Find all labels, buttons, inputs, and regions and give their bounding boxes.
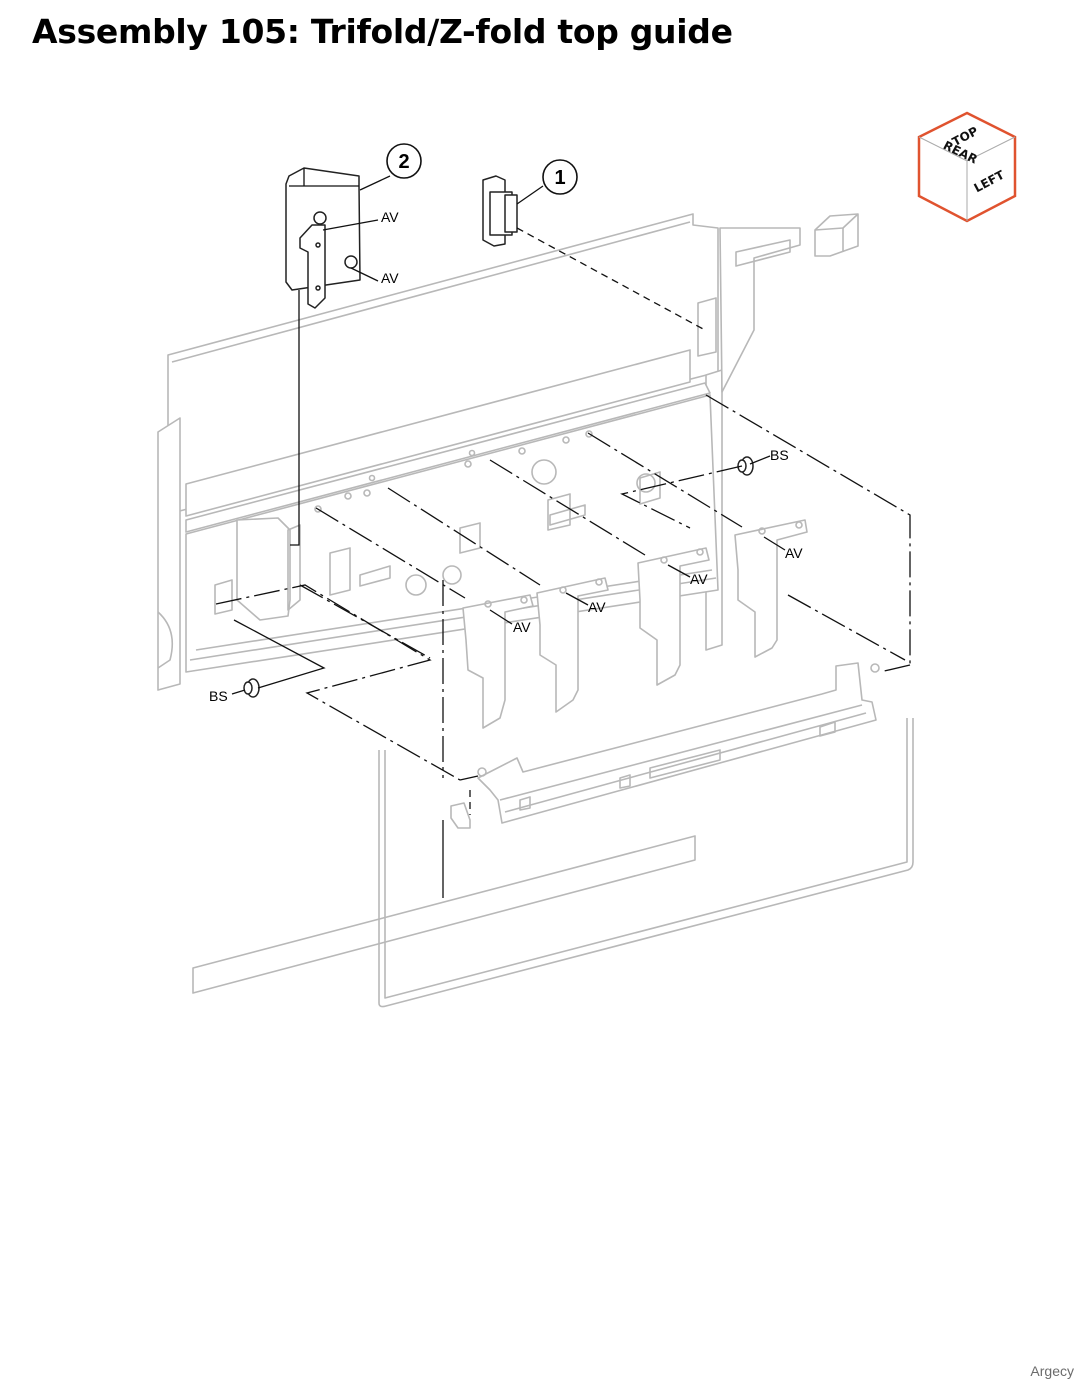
left-mount-bracket <box>236 517 301 621</box>
callout-2-number: 2 <box>398 151 409 173</box>
label-av: AV <box>588 599 606 615</box>
label-av: AV <box>381 270 399 286</box>
guide-finger-4 <box>734 519 808 658</box>
orientation-cube-icon: TOP REAR LEFT <box>917 111 1017 223</box>
callout-1-number: 1 <box>554 167 565 189</box>
lower-rail <box>477 662 880 824</box>
small-clip <box>450 802 471 829</box>
callout-2: 2 <box>386 143 422 179</box>
guide-finger-1 <box>462 594 534 729</box>
page-title: Assembly 105: Trifold/Z-fold top guide <box>32 12 733 51</box>
solenoid-part-2 <box>285 167 361 309</box>
sensor-part-1 <box>482 175 518 247</box>
guide-finger-2 <box>536 577 609 713</box>
label-av: AV <box>785 545 803 561</box>
callout-1: 1 <box>542 159 578 195</box>
label-av: AV <box>513 619 531 635</box>
label-bs: BS <box>209 688 228 704</box>
guide-finger-3 <box>637 547 710 686</box>
long-bar <box>192 835 696 994</box>
end-cap <box>814 213 859 257</box>
assembly-lines <box>215 175 911 898</box>
u-rod <box>378 718 914 1008</box>
label-av: AV <box>381 209 399 225</box>
watermark: Argecy <box>1030 1363 1074 1379</box>
label-av: AV <box>690 571 708 587</box>
label-bs: BS <box>770 447 789 463</box>
bearing-screw-left <box>243 678 260 698</box>
